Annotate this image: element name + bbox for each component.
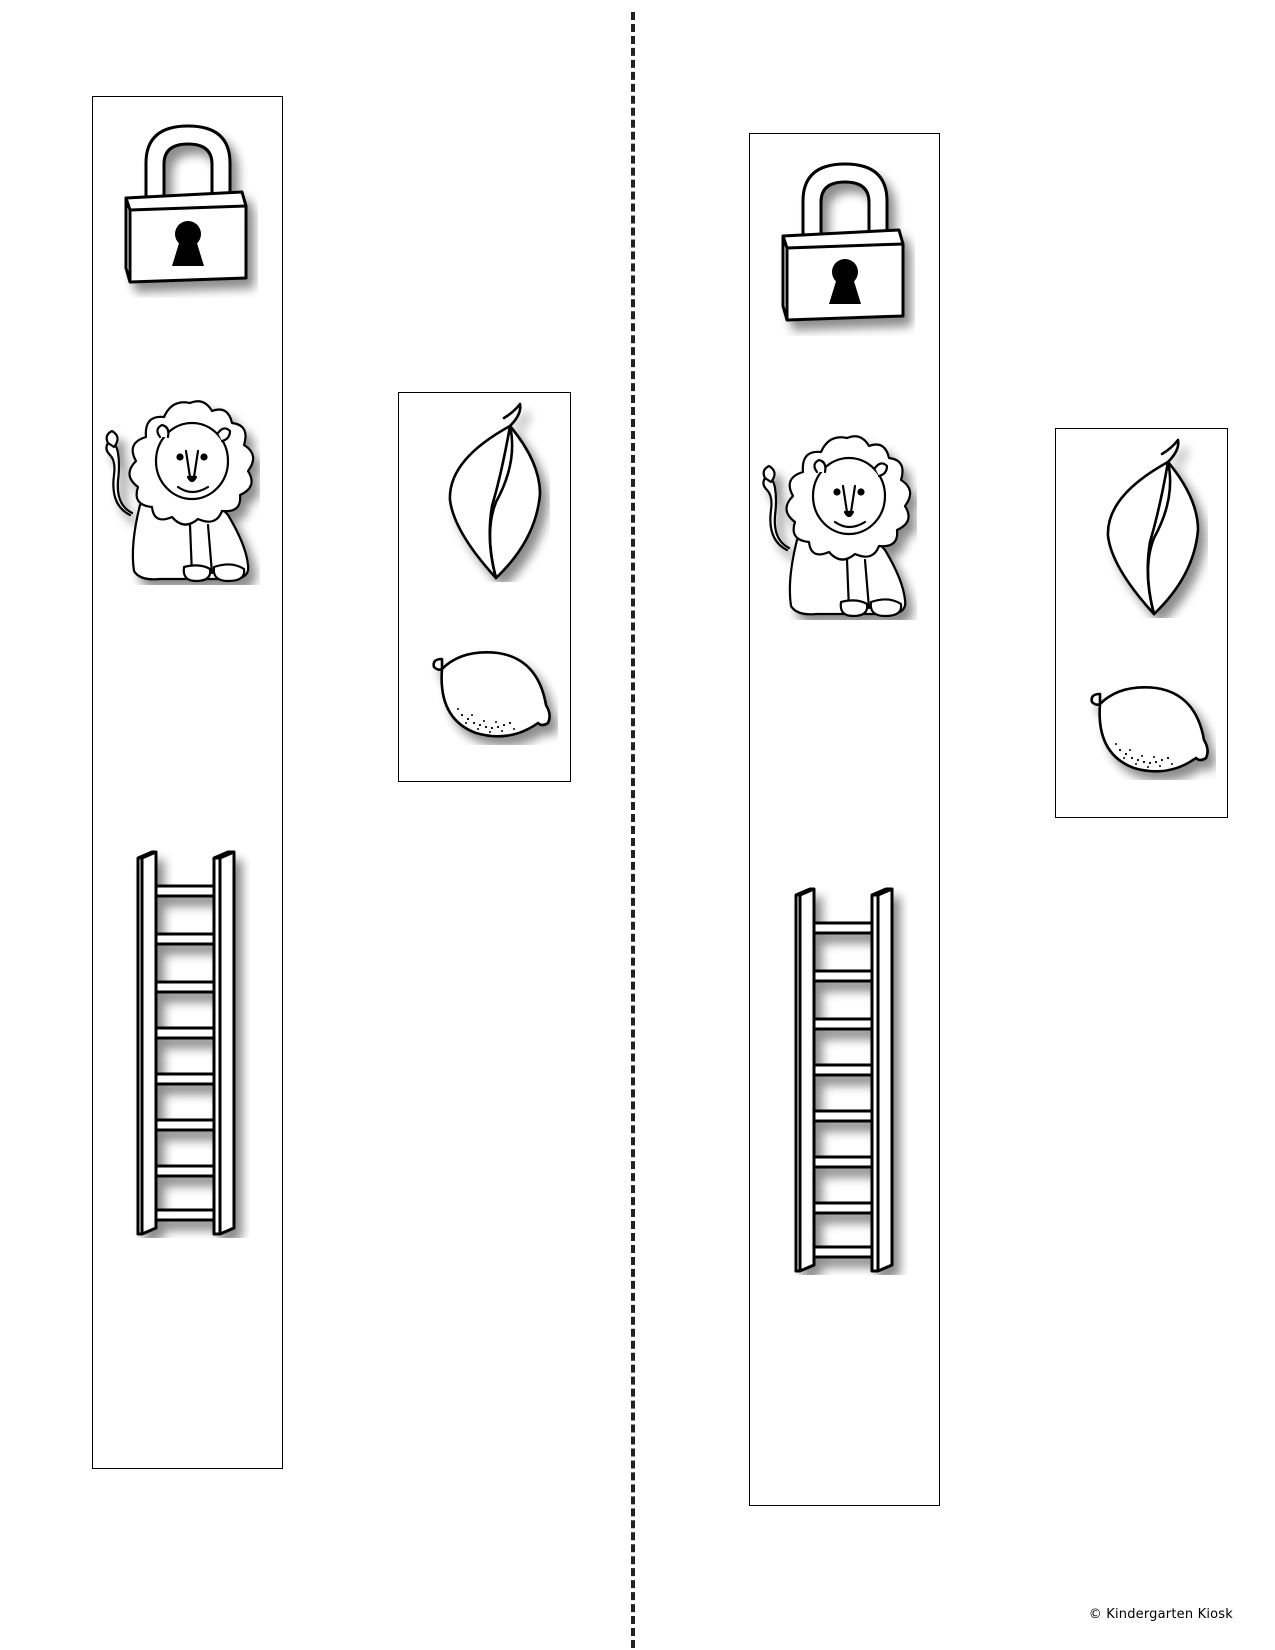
lemon-icon [1086,680,1216,780]
copyright-credit: © Kindergarten Kiosk [1088,1607,1233,1622]
ladder-icon [130,848,250,1238]
lion-icon [100,395,260,585]
leaf-icon [440,402,550,582]
long-picture-strip [92,96,283,1469]
lion-icon [757,430,917,620]
long-picture-strip [749,133,940,1506]
dashed-cut-line [631,12,635,1648]
lemon-icon [428,645,558,745]
leaf-icon [1098,438,1208,618]
lock-icon [118,118,258,298]
ladder-icon [788,885,908,1275]
lock-icon [775,156,915,336]
